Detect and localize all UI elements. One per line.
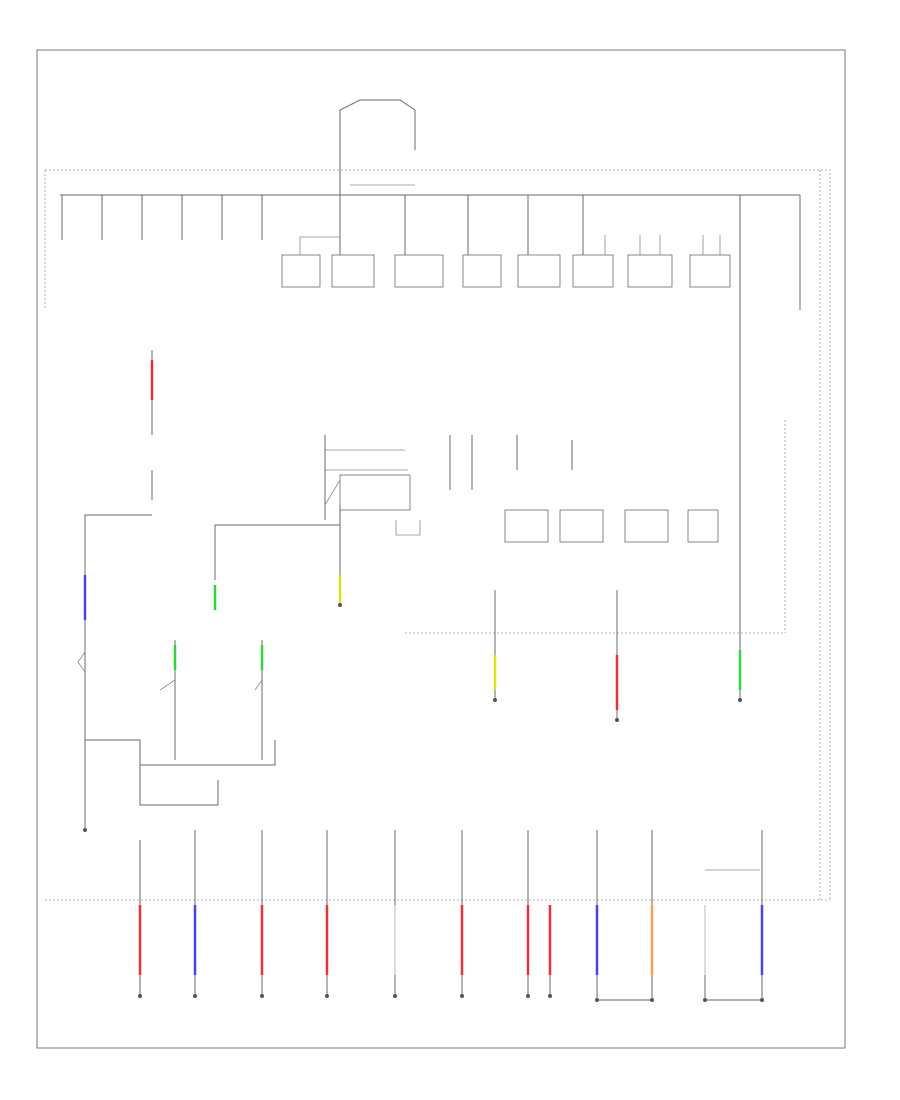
relay-box bbox=[689, 254, 731, 288]
ign-relay-box bbox=[339, 474, 411, 511]
terminal-dot bbox=[526, 994, 530, 998]
ipdm-enclosure bbox=[44, 169, 831, 900]
ign-relay-section bbox=[213, 435, 421, 610]
relay-box bbox=[627, 254, 673, 288]
terminal-dot bbox=[548, 994, 552, 998]
terminal-dot bbox=[595, 998, 599, 1002]
switch-contact bbox=[159, 679, 176, 691]
terminal-dot bbox=[650, 998, 654, 1002]
relay-box bbox=[572, 254, 614, 288]
relay-box bbox=[559, 509, 604, 543]
diagram-frame bbox=[36, 49, 846, 1049]
relay-box bbox=[394, 254, 444, 288]
ground-loop-wire bbox=[140, 740, 276, 766]
relay-switch-contact bbox=[324, 479, 341, 506]
bottom-output-group bbox=[138, 830, 764, 1001]
stop-lamp-section bbox=[77, 514, 276, 830]
terminal-dot bbox=[138, 994, 142, 998]
terminal-dots bbox=[83, 603, 764, 1002]
terminal-dot bbox=[760, 998, 764, 1002]
terminal-dot bbox=[193, 994, 197, 998]
relay-feed bbox=[299, 236, 340, 255]
stop-lamp-feed bbox=[84, 514, 152, 800]
terminal-dot bbox=[493, 698, 497, 702]
top-left-fuse-group bbox=[61, 195, 263, 240]
terminal-dot bbox=[615, 718, 619, 722]
relay-box bbox=[624, 509, 669, 543]
relay-box bbox=[517, 254, 561, 288]
terminal-dot bbox=[83, 828, 87, 832]
main-input-wire bbox=[339, 99, 416, 150]
relay-box bbox=[504, 509, 549, 543]
relay-box bbox=[331, 254, 375, 288]
terminal-dot bbox=[338, 603, 342, 607]
relay-box bbox=[687, 509, 719, 543]
relay-feed-group bbox=[299, 195, 741, 640]
switch-contact bbox=[254, 679, 263, 691]
relay-box bbox=[462, 254, 502, 288]
terminal-dot bbox=[325, 994, 329, 998]
middle-fuse-group bbox=[449, 435, 719, 543]
relay-coil bbox=[395, 520, 421, 536]
switch-contact bbox=[77, 651, 86, 673]
terminal-dot bbox=[393, 994, 397, 998]
terminal-dot bbox=[260, 994, 264, 998]
top-relay-row bbox=[281, 254, 731, 288]
mid-branch-group bbox=[493, 590, 742, 720]
ign-branch-wire bbox=[214, 524, 340, 580]
terminal-dot bbox=[738, 698, 742, 702]
relay-box bbox=[281, 254, 321, 288]
ground-loop-wire bbox=[85, 739, 219, 806]
terminal-dot bbox=[460, 994, 464, 998]
terminal-dot bbox=[703, 998, 707, 1002]
